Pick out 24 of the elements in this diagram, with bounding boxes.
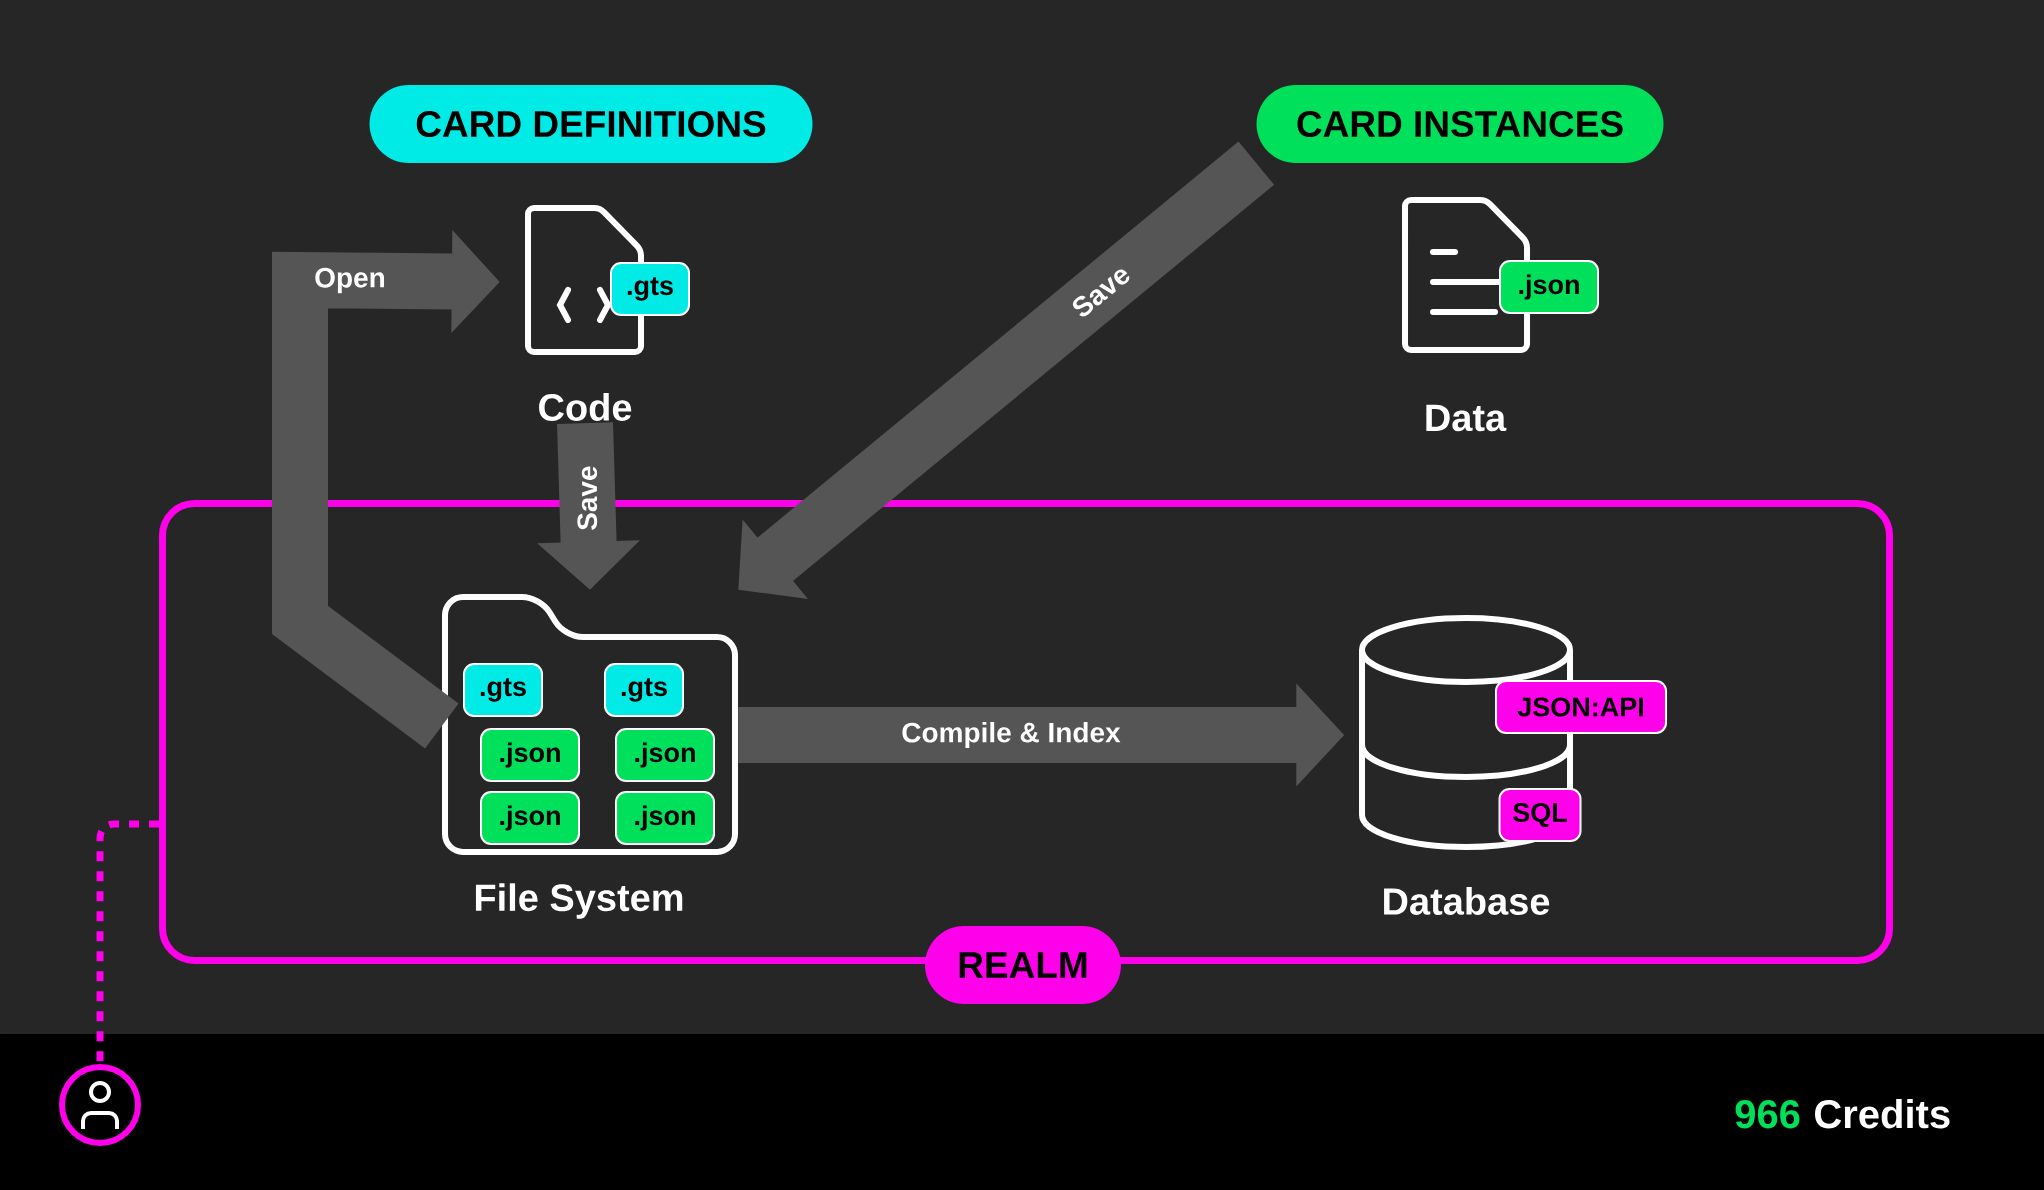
credits-text: 966 bbox=[1735, 1100, 1800, 1129]
file-type-badge: JSON:API bbox=[1495, 680, 1667, 734]
edge-label: Compile & Index bbox=[898, 718, 1124, 752]
category-pill: CARD DEFINITIONS bbox=[369, 85, 813, 163]
icon-caption: Database bbox=[1384, 887, 1550, 915]
user-avatar-icon bbox=[59, 1064, 141, 1146]
icon-caption: Code bbox=[539, 393, 632, 421]
edge-label: Save bbox=[574, 462, 601, 534]
icon-caption: File System bbox=[475, 883, 683, 919]
file-type-badge: .json bbox=[615, 791, 715, 845]
category-pill: CARD INSTANCES bbox=[1256, 85, 1664, 163]
file-type-badge: .gts bbox=[604, 663, 684, 717]
file-type-badge: .gts bbox=[463, 663, 543, 717]
file-type-badge: .json bbox=[1499, 260, 1599, 314]
realm-pill: REALM bbox=[925, 926, 1121, 1004]
file-type-badge: .gts bbox=[610, 262, 690, 316]
file-type-badge: SQL bbox=[1498, 788, 1582, 842]
file-type-badge: .json bbox=[480, 791, 580, 845]
file-type-badge: .json bbox=[480, 728, 580, 782]
icon-caption: Data bbox=[1426, 404, 1507, 432]
edge-label: Open bbox=[311, 264, 389, 297]
credits-text: Credits bbox=[1815, 1099, 1950, 1129]
file-type-badge: .json bbox=[615, 728, 715, 782]
arrow bbox=[738, 141, 1275, 599]
